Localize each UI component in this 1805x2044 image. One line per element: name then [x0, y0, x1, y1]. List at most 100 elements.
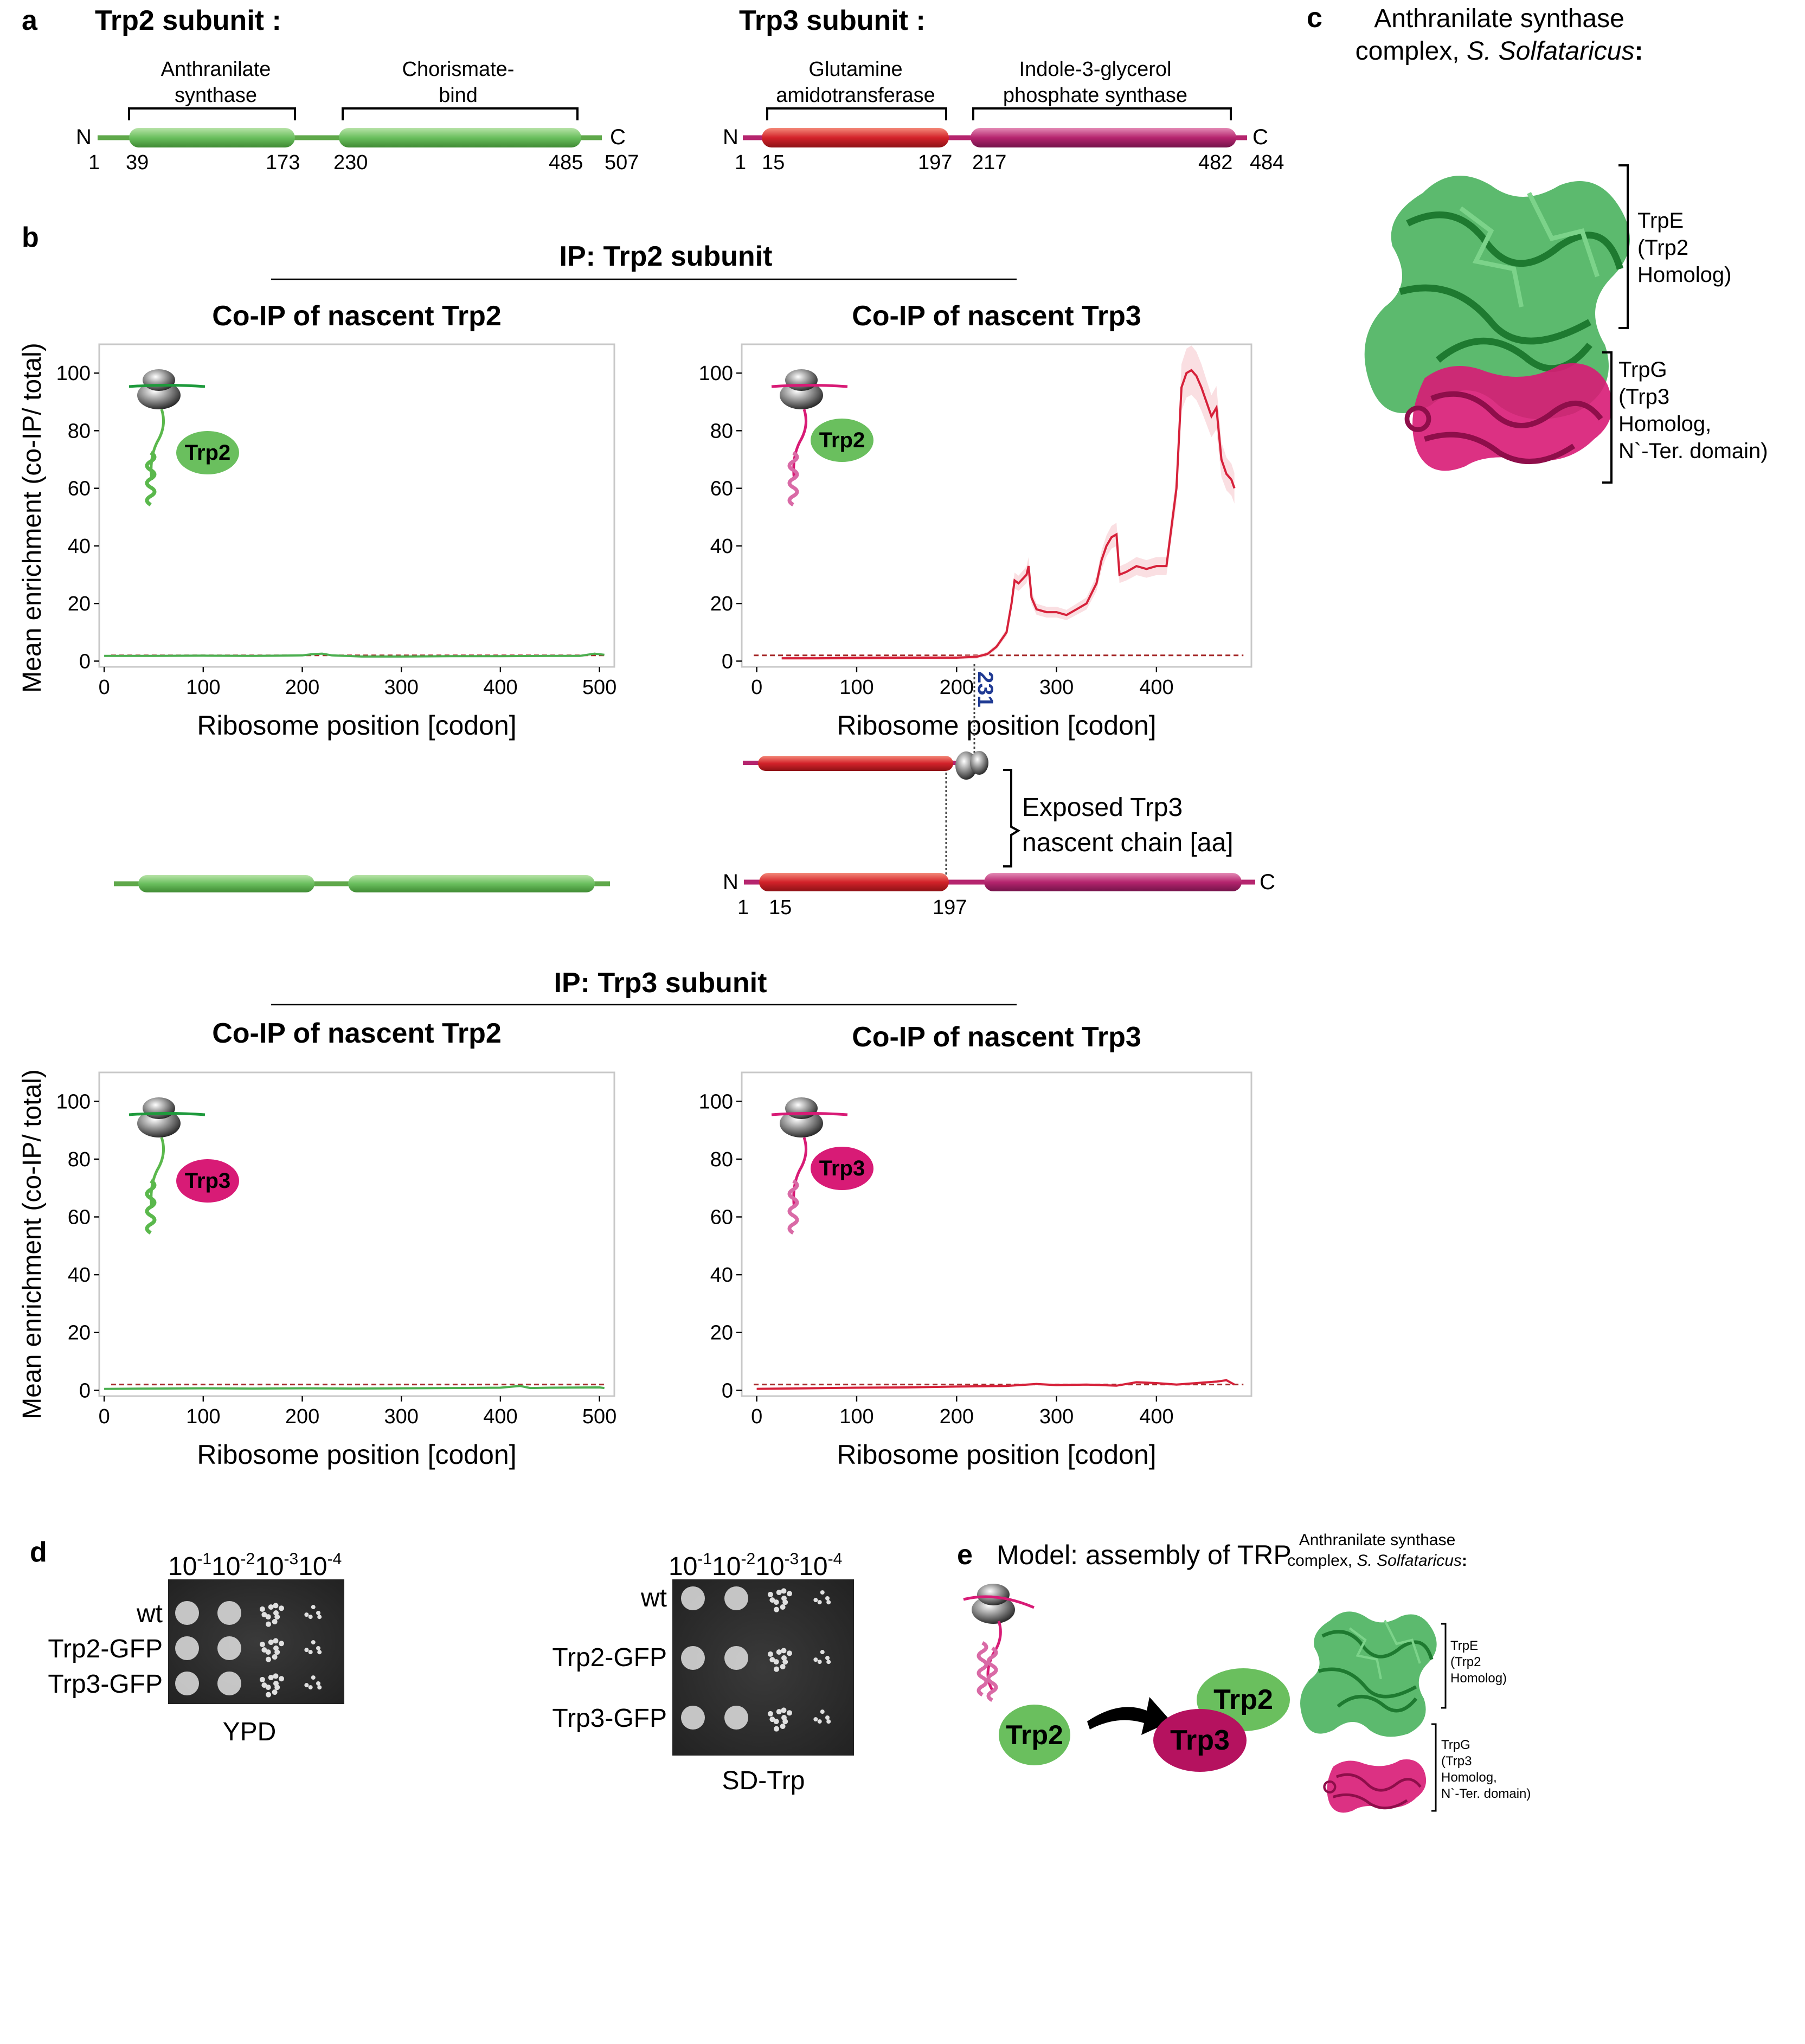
colony-dot	[259, 1641, 265, 1647]
colony-spot	[681, 1586, 705, 1610]
y-tick-label: 100	[699, 362, 733, 385]
nascent-chain-icon	[150, 409, 165, 480]
colony-dot	[820, 1590, 825, 1595]
y-tick-label: 100	[699, 1090, 733, 1113]
colony-dot	[304, 1648, 309, 1653]
colony-dot	[773, 1599, 779, 1605]
trp2-domain-map: Trp2 subunit : Anthranilate synthase Cho…	[76, 5, 639, 174]
panel-c: c Anthranilate synthase complex, S. Solf…	[1307, 2, 1768, 484]
ypd-row-trp3: Trp3-GFP	[48, 1670, 163, 1699]
colony-dot	[311, 1675, 316, 1680]
x-tick-label: 400	[483, 676, 517, 699]
colony-dot	[817, 1600, 822, 1605]
trp2-subunit-title: Trp2 subunit :	[95, 5, 281, 36]
x-tick-label: 200	[940, 1405, 974, 1428]
colony-dot	[781, 1588, 787, 1594]
inset-cartoon: Trp2	[129, 369, 239, 505]
trpg-bracket	[1602, 351, 1613, 484]
panel-d: d 10-110-210-310-4 wt Trp2-GFP Trp3-GFP …	[30, 1537, 854, 1795]
panel-b: b IP: Trp2 subunit IP: Trp3 subunit Mean…	[18, 222, 1275, 1470]
y-tick-label: 0	[79, 650, 91, 673]
mrna-line	[129, 384, 205, 388]
y-axis-label-upper: Mean enrichment (co-IP/ total)	[18, 343, 47, 693]
sdtrp-row-trp3: Trp3-GFP	[552, 1704, 667, 1733]
panel-label-c: c	[1307, 2, 1322, 34]
y-tick-label: 20	[68, 1322, 91, 1345]
x-tick-label: 300	[1039, 676, 1074, 699]
colony-dot	[266, 1692, 272, 1698]
panel-e-trpg-line2: (Trp3	[1441, 1754, 1472, 1769]
exposed-label-line2: nascent chain [aa]	[1022, 828, 1234, 857]
colony-dot	[773, 1659, 779, 1665]
colony-dot	[311, 1640, 316, 1645]
x-tick-label: 500	[582, 676, 616, 699]
colony-dot	[317, 1615, 322, 1619]
trp3-domain1-label-line1: Glutamine	[808, 58, 902, 81]
y-tick-label: 20	[68, 593, 91, 615]
trp2-pos-39: 39	[126, 151, 149, 174]
plot-frame	[98, 343, 615, 668]
colony-dot	[826, 1660, 831, 1664]
colony-dot	[769, 1657, 775, 1663]
colony-dot	[265, 1685, 271, 1691]
y-tick-label: 40	[710, 1264, 733, 1287]
chart-title: Co-IP of nascent Trp3	[852, 300, 1141, 332]
colony-dot	[266, 1656, 272, 1662]
exposure-schematic: 231 Exposed Trp3 nascent chain [aa] N C …	[114, 664, 1275, 919]
trp3-n-terminus: N	[723, 125, 738, 149]
colony-dot	[268, 1640, 274, 1646]
colony-dot	[787, 1650, 793, 1656]
sdtrp-row-wt: wt	[640, 1584, 667, 1612]
panel-e-trpg-bracket	[1431, 1723, 1437, 1812]
trp3-domain1-label-line2: amidotransferase	[776, 84, 935, 107]
colony-dot	[316, 1646, 320, 1650]
colony-dot	[265, 1649, 271, 1655]
colony-dot	[787, 1591, 793, 1597]
ip-trp2-header: IP: Trp2 subunit	[560, 241, 773, 272]
nascent-chain-icon	[792, 409, 808, 480]
colony-spot	[217, 1601, 241, 1625]
x-tick-label: 100	[186, 676, 220, 699]
trp3-domain-map: Trp3 subunit : Glutamine amidotransferas…	[723, 5, 1284, 174]
marker-231-label: 231	[973, 671, 997, 708]
trp3-full-pos-1: 1	[737, 896, 749, 919]
colony-dot	[261, 1682, 267, 1688]
colony-spot	[724, 1706, 748, 1730]
panel-e-title: Model: assembly of TRP	[997, 1540, 1292, 1570]
arrow-icon	[1087, 1697, 1171, 1735]
colony-dot	[769, 1717, 775, 1722]
inset-cartoon: Trp3	[771, 1097, 873, 1233]
colony-spot	[724, 1586, 748, 1610]
colony-dot	[817, 1660, 822, 1664]
chart-title: Co-IP of nascent Trp2	[212, 300, 502, 332]
colony-dot	[316, 1681, 320, 1686]
series-line	[104, 652, 605, 658]
y-axis-label-lower: Mean enrichment (co-IP/ total)	[18, 1069, 47, 1419]
x-tick-label: 400	[1139, 1405, 1173, 1428]
x-tick-label: 400	[1139, 676, 1173, 699]
colony-dot	[782, 1719, 788, 1725]
trpe-bracket	[1618, 164, 1629, 329]
colony-dot	[826, 1719, 831, 1724]
colony-dot	[825, 1596, 830, 1601]
panel-label-a: a	[22, 5, 38, 36]
trp2-pos-173: 173	[266, 151, 300, 174]
trp3-domain2-label-line2: phosphate synthase	[1003, 84, 1187, 107]
sdtrp-plate-image	[672, 1579, 854, 1756]
colony-dot	[259, 1676, 265, 1682]
colony-spot	[175, 1601, 199, 1625]
panel-e-trpe-line3: Homolog)	[1450, 1671, 1507, 1686]
y-tick-label: 40	[710, 535, 733, 558]
x-tick-label: 300	[384, 1405, 419, 1428]
colony-dot	[781, 1707, 787, 1713]
colony-dot	[304, 1612, 309, 1617]
panel-label-b: b	[22, 222, 39, 253]
x-tick-label: 100	[186, 1405, 220, 1428]
chart-title: Co-IP of nascent Trp3	[852, 1021, 1141, 1053]
nascent-trp3-ribosome-icon	[963, 1584, 1035, 1700]
x-axis-label: Ribosome position [codon]	[837, 710, 1156, 741]
plate-ypd: 10-110-210-310-4 wt Trp2-GFP Trp3-GFP YP…	[48, 1550, 344, 1746]
colony-dot	[767, 1651, 773, 1657]
